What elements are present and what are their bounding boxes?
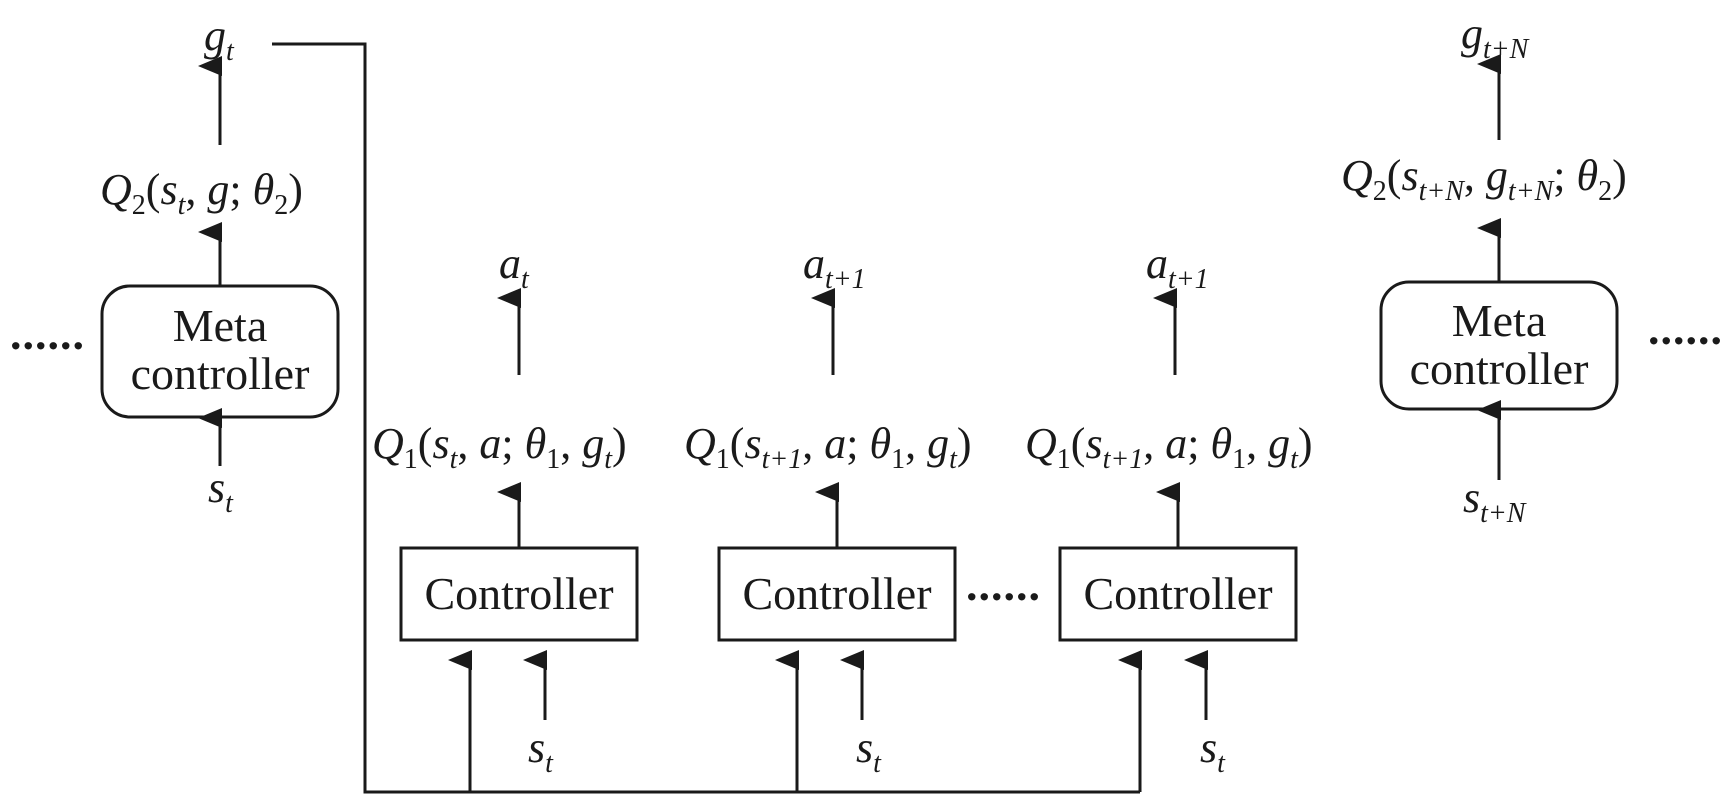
controller-1-box [399,546,639,642]
ellipsis-controllers: ...... [966,559,1041,610]
controller-3: Controller st Q1(st+1, a; θ1, gt) at+1 [1025,239,1313,792]
q2-function-left: Q2(st, g; θ2) [100,165,303,221]
controller-2: Controller st Q1(st+1, a; θ1, gt) at+1 [684,239,972,792]
goal-gtn-label: gt+N [1461,9,1530,65]
meta-controller-right-label-line1: Meta [1452,295,1547,346]
ellipsis-left: ...... [10,308,85,359]
meta-controller-left-label-line2: controller [131,348,310,399]
controller-3-state-label: st [1200,723,1226,779]
controller-1-label: Controller [424,568,613,619]
meta-left-input-label: st [208,463,234,519]
q2-function-right: Q2(st+N, gt+N; θ2) [1341,151,1627,207]
q1-function-2: Q1(st+1, a; θ1, gt) [684,419,972,475]
controller-1: Controller st Q1(st, a; θ1, gt) at [372,239,639,792]
meta-controller-left-label-line1: Meta [173,300,268,351]
goal-broadcast-line [272,42,1140,794]
controller-2-label: Controller [742,568,931,619]
q1-function-3: Q1(st+1, a; θ1, gt) [1025,419,1313,475]
goal-gt-label: gt [204,11,235,67]
controller-1-action-label: at [499,239,530,295]
controller-1-state-label: st [528,723,554,779]
controller-3-box [1058,546,1298,642]
meta-right-input-label: st+N [1463,473,1527,529]
controller-2-action-label: at+1 [803,239,866,295]
meta-controller-right-label-line2: controller [1410,343,1589,394]
q1-function-1: Q1(st, a; θ1, gt) [372,419,627,475]
controller-3-label: Controller [1083,568,1272,619]
controller-3-action-label: at+1 [1146,239,1209,295]
ellipsis-right: ...... [1648,303,1723,354]
controller-2-state-label: st [856,723,882,779]
